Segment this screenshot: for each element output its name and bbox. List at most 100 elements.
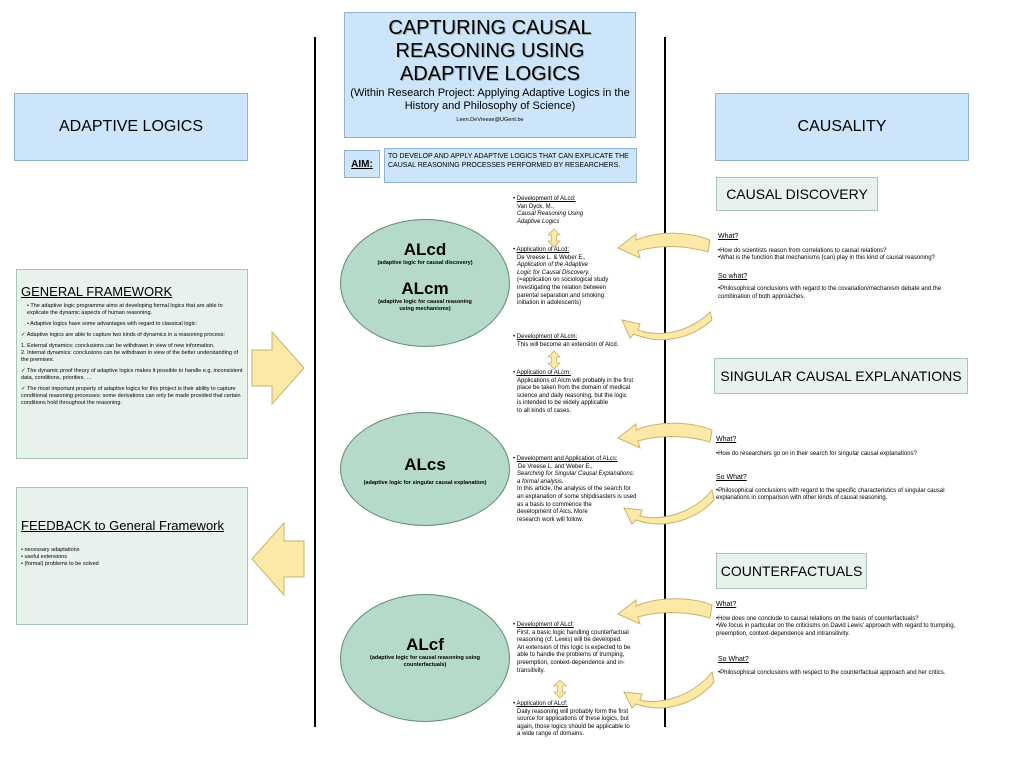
adaptive-logics-title: ADAPTIVE LOGICS xyxy=(58,118,204,135)
feedback-item: • useful extensions xyxy=(21,554,67,560)
feedback-item: • necessary adaptations xyxy=(21,547,80,553)
alcf-development-note: • Development of ALcf: First, a basic lo… xyxy=(513,622,638,675)
causal-discovery-details: What? •How do scientists reason from cor… xyxy=(718,233,963,302)
gf-item: 2. Internal dynamics: conclusions can be… xyxy=(21,350,239,363)
note-line: research work will follow. xyxy=(517,516,584,523)
curved-arrow-icon xyxy=(623,488,715,525)
alcd-application-note: • Application of ALcd: De Vreese L. & We… xyxy=(513,247,623,308)
curved-arrows-layer xyxy=(617,232,715,709)
note-line: investigating the relation between xyxy=(517,284,607,291)
main-title: CAPTURING CAUSAL REASONING USING ADAPTIV… xyxy=(388,17,592,85)
alcd-name: ALcd xyxy=(403,240,447,259)
note-line: Applications of Alcm will probably in th… xyxy=(517,377,634,384)
note-line: First, a basic logic handling counterfac… xyxy=(517,629,629,636)
note-line: Searching for Singular Causal Explanatio… xyxy=(517,471,635,478)
what-item: •How do researchers go on in their searc… xyxy=(716,450,917,457)
singular-causal-box: SINGULAR CAUSAL EXPLANATIONS xyxy=(714,358,968,394)
note-head: Application of ALcd: xyxy=(516,247,570,253)
gf-item: 1. External dynamics: conclusions can be… xyxy=(21,343,215,349)
title-box: CAPTURING CAUSAL REASONING USING ADAPTIV… xyxy=(344,12,636,138)
what-heading: What? xyxy=(716,436,737,443)
note-line: In this article, the analysis of the sea… xyxy=(517,486,631,493)
note-line: a wide range of domains. xyxy=(517,731,585,738)
alcd-desc: (adaptive logic for causal discovery) xyxy=(377,260,473,266)
what-item: •How do scientists reason from correlati… xyxy=(718,247,887,254)
note-line: preemption, context-dependence and in- xyxy=(517,659,625,666)
alcs-desc: (adaptive logic for singular causal expl… xyxy=(363,480,487,486)
note-line: (=application on sociological study xyxy=(517,277,609,284)
gf-item: ✓ The most important property of adaptiv… xyxy=(21,386,241,406)
note-line: parental separation and smoking xyxy=(517,292,605,299)
alcf-desc: (adaptive logic for causal reasoning usi… xyxy=(369,655,481,668)
singular-causal-title: SINGULAR CAUSAL EXPLANATIONS xyxy=(720,368,962,384)
sowhat-heading: So What? xyxy=(718,656,749,664)
note-line: De Vreese L. and Weber E., xyxy=(518,463,593,470)
note-line: development of Alcs. More xyxy=(517,509,588,516)
feedback-title: FEEDBACK to General Framework xyxy=(21,518,225,533)
note-line: Van Dyck, M., xyxy=(517,203,554,210)
double-arrow-icon xyxy=(553,679,567,699)
causality-title: CAUSALITY xyxy=(797,118,887,135)
counterfactuals-title: COUNTERFACTUALS xyxy=(720,563,863,579)
note-line: Causal Reasoning Using xyxy=(517,211,584,218)
what-item: •How does one conclude to causal relatio… xyxy=(716,615,919,622)
aim-text: TO DEVELOP AND APPLY ADAPTIVE LOGICS THA… xyxy=(388,153,629,169)
curved-arrow-icon xyxy=(617,598,713,625)
sowhat-heading: So What? xyxy=(716,474,747,482)
alcm-development-note: • Development of ALcm: This will become … xyxy=(513,334,633,349)
note-head: Development and Application of ALcs: xyxy=(516,456,618,462)
counterfactuals-box: COUNTERFACTUALS xyxy=(716,553,867,589)
note-line: to all kinds of cases. xyxy=(517,407,572,414)
aim-label: AIM: xyxy=(351,158,373,170)
alcf-ellipse: ALcf (adaptive logic for causal reasonin… xyxy=(340,594,510,722)
alcf-name: ALcf xyxy=(406,635,444,654)
note-head: Development of ALcm: xyxy=(516,334,578,340)
note-head: Application of ALcm: xyxy=(516,370,571,376)
note-line: Daily reasoning will probably form the f… xyxy=(517,708,629,715)
feedback-box: FEEDBACK to General Framework • necessar… xyxy=(16,487,248,625)
note-line: place be taken from the domain of medica… xyxy=(517,385,631,392)
left-divider-line xyxy=(314,37,316,727)
note-line: This will become an extension of Alcd. xyxy=(517,341,619,348)
sowhat-heading: So what? xyxy=(718,272,748,280)
general-framework-title: GENERAL FRAMEWORK xyxy=(21,284,173,299)
gf-item: • The adaptive logic programme aims at d… xyxy=(27,303,223,316)
causal-discovery-title: CAUSAL DISCOVERY xyxy=(726,186,868,202)
counterfactuals-details: What? •How does one conclude to causal r… xyxy=(716,601,966,678)
aim-label-box: AIM: xyxy=(344,150,380,178)
singular-causal-details: What? •How do researchers go on in their… xyxy=(716,436,966,503)
right-block-arrow xyxy=(251,330,305,406)
alcm-application-note: • Application of ALcm: Applications of A… xyxy=(513,370,638,416)
gf-item: • Adaptive logics have some advantages w… xyxy=(27,321,198,327)
note-line: Adaptive Logics xyxy=(517,218,560,225)
general-framework-box: GENERAL FRAMEWORK • The adaptive logic p… xyxy=(16,269,248,459)
double-arrow-icon xyxy=(547,228,561,248)
subtitle: (Within Research Project: Applying Adapt… xyxy=(350,87,630,112)
note-line: Logic for Causal Discovery. xyxy=(517,269,590,276)
double-arrow-icon xyxy=(547,350,561,370)
causality-header: CAUSALITY xyxy=(715,93,969,161)
alcs-note: • Development and Application of ALcs: D… xyxy=(513,456,641,524)
alcd-development-note: • Development of ALcd: Van Dyck, M., Cau… xyxy=(513,196,623,226)
note-line: able to handle the problems of trumping, xyxy=(517,652,625,659)
general-framework-list: • The adaptive logic programme aims at d… xyxy=(21,303,243,407)
note-head: Application of ALcf: xyxy=(516,701,568,707)
note-head: Development of ALcd: xyxy=(516,196,576,202)
adaptive-logics-header: ADAPTIVE LOGICS xyxy=(14,93,248,161)
note-head: Development of ALcf: xyxy=(516,622,574,628)
gf-item: ✓ Adaptive logics are able to capture tw… xyxy=(21,332,225,338)
author-email: Leen.DeVreese@UGent.be xyxy=(456,117,524,123)
gf-item: ✓ The dynamic proof theory of adaptive l… xyxy=(21,368,243,381)
note-line: as a basis to commence the xyxy=(517,501,592,508)
note-line: An extension of this logic is expected t… xyxy=(517,644,631,651)
note-line: source for applications of these logics,… xyxy=(517,716,629,723)
note-line: an explanation of some shipdisasters is … xyxy=(517,493,637,500)
note-line: again, those logics should be applicable… xyxy=(517,723,630,730)
sowhat-item: •Philosophical conclusions with regard t… xyxy=(718,286,942,300)
note-line: Application of the Adaptive xyxy=(517,262,588,269)
sowhat-item: •Philosophical conclusions with respect … xyxy=(718,669,946,676)
sowhat-item: •Philosophical conclusions with regard t… xyxy=(716,487,945,502)
alcf-application-note: • Application of ALcf: Daily reasoning w… xyxy=(513,701,638,739)
note-line: transitivity. xyxy=(517,667,545,674)
note-line: a formal analysis. xyxy=(517,478,564,485)
